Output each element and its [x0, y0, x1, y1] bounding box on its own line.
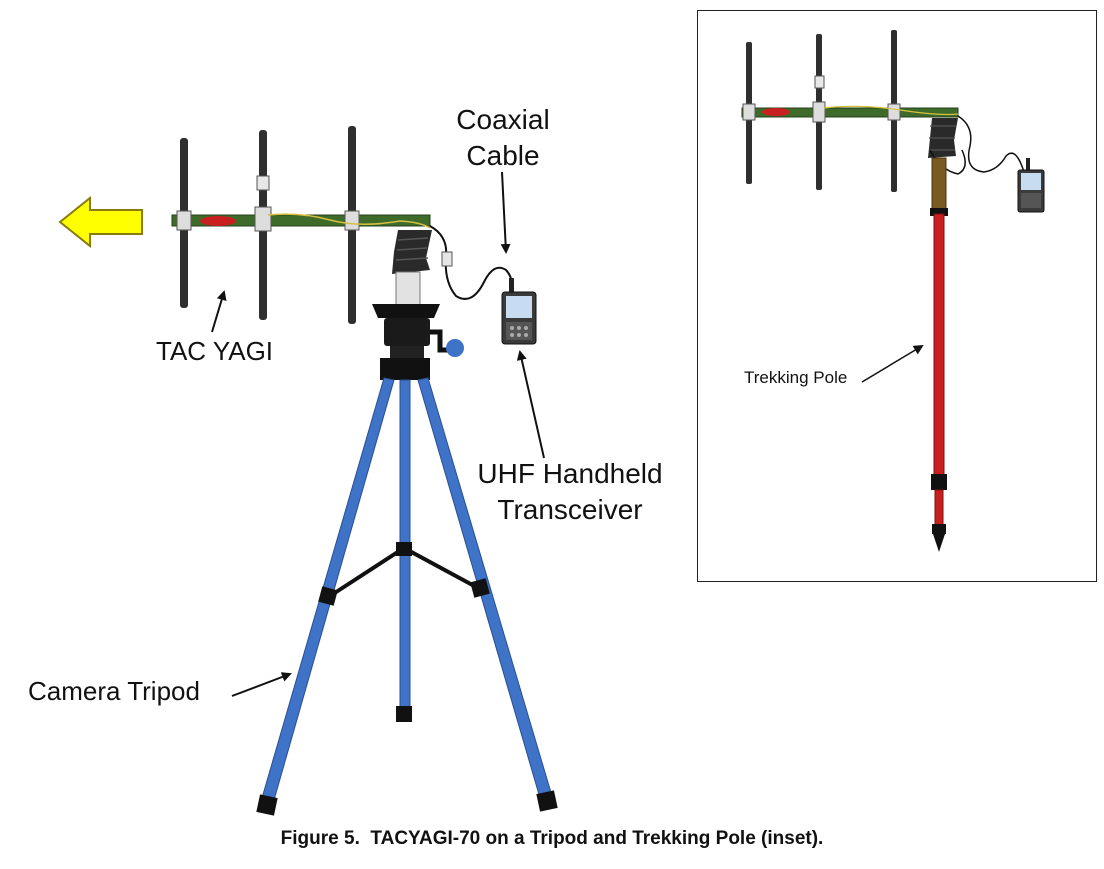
transceiver-icon: [501, 278, 537, 345]
inset-coax-cable: [957, 115, 1025, 173]
label-tac-yagi: TAC YAGI: [156, 336, 274, 366]
figure-caption: Figure 5. TACYAGI-70 on a Tripod and Tre…: [280, 828, 824, 849]
label-camera-tripod: Camera Tripod: [28, 676, 200, 706]
inset-frame: [697, 10, 1097, 582]
label-uhf-transceiver: UHF Handheld Transceiver: [477, 458, 663, 525]
label-coaxial-cable: Coaxial Cable: [456, 104, 550, 171]
direction-arrow-icon: [58, 195, 143, 249]
label-trekking-pole: Trekking Pole: [744, 368, 848, 387]
inset-transceiver-icon: [1017, 158, 1045, 213]
inset-yagi-icon: [741, 30, 959, 192]
tripod-icon: [256, 271, 558, 816]
trekking-pole-icon: [930, 157, 948, 552]
yagi-antenna-icon: [171, 126, 432, 324]
